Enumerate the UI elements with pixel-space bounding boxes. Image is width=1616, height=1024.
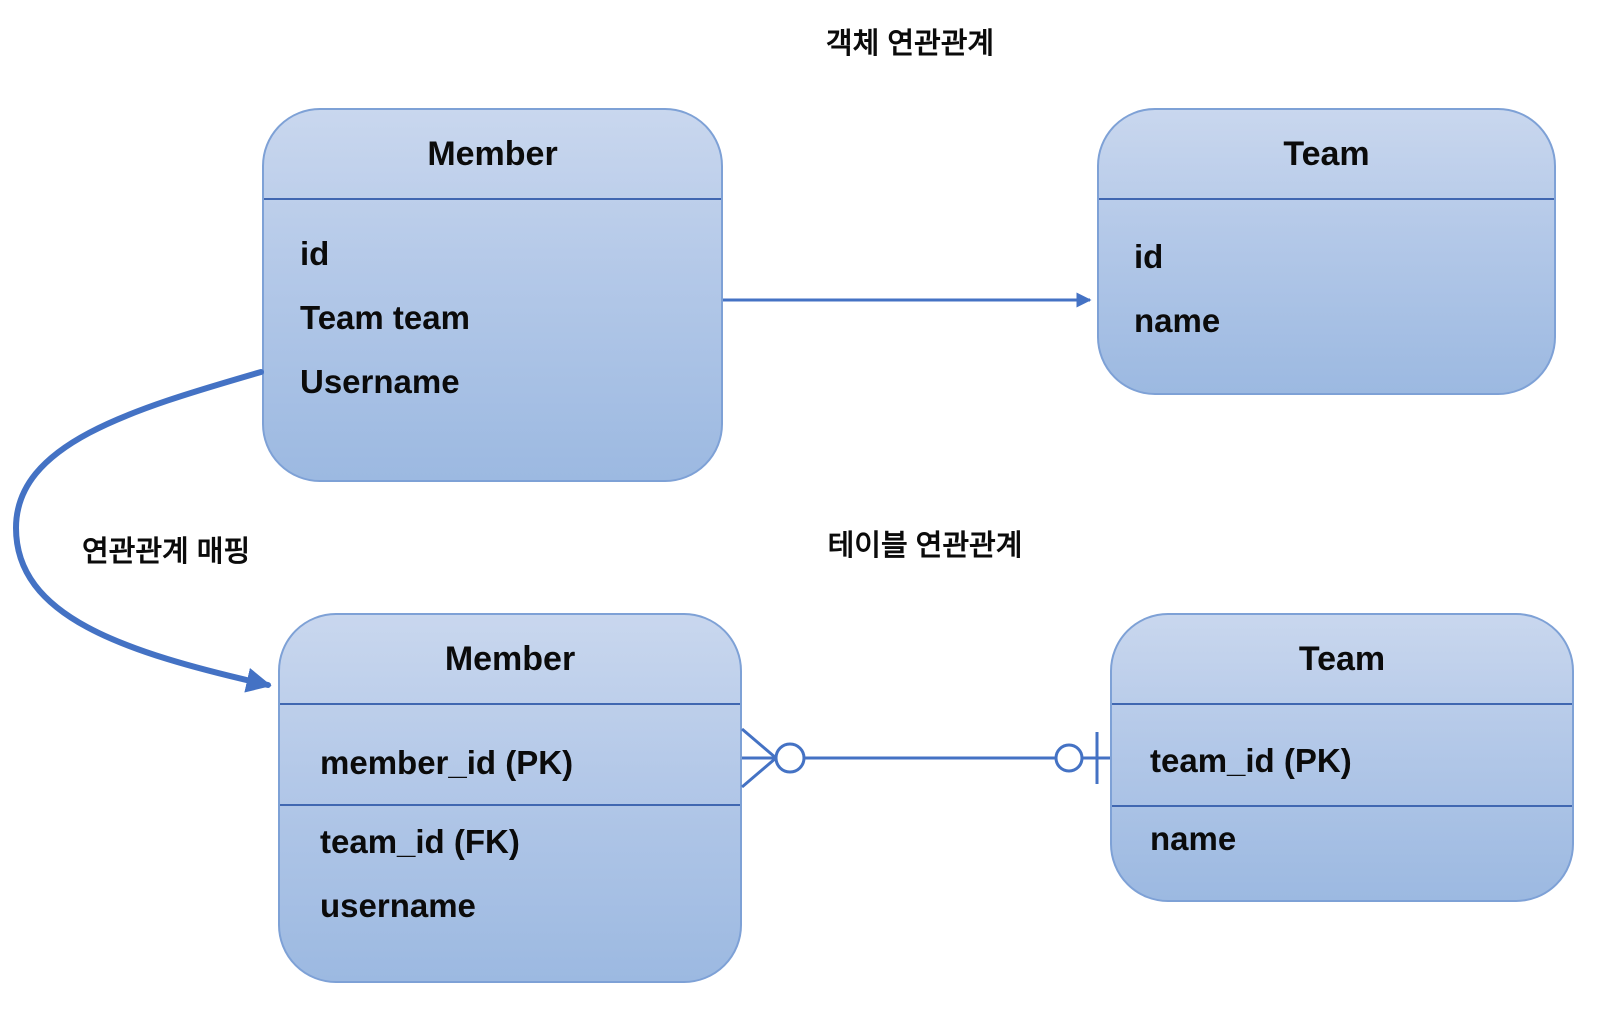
object-team-field-name: name — [1134, 302, 1221, 339]
object-team-entity: Team id name — [1097, 108, 1556, 395]
table-team-title: Team — [1112, 615, 1572, 705]
table-relation-title: 테이블 연관관계 — [827, 530, 1023, 562]
association-mapping-label: 연관관계 매핑 — [82, 536, 251, 568]
object-relation-title: 객체 연관관계 — [825, 28, 995, 60]
table-member-field-team-id: team_id (FK) — [320, 823, 520, 860]
object-team-title: Team — [1099, 110, 1554, 200]
object-member-entity: Member id Team team Username — [262, 108, 723, 482]
table-team-entity: Team team_id (PK) name — [1110, 613, 1574, 902]
table-relationship-connector — [741, 727, 1110, 789]
object-member-title: Member — [264, 110, 721, 200]
table-member-pk-field: member_id (PK) — [280, 705, 740, 806]
table-team-field-name: name — [1150, 820, 1237, 857]
zero-circle-team-side-icon — [1054, 743, 1084, 773]
crow-foot-top-prong-icon — [741, 727, 777, 760]
object-member-field-username: Username — [300, 363, 460, 400]
crow-foot-bottom-prong-icon — [741, 756, 777, 789]
table-member-title: Member — [280, 615, 740, 705]
object-member-field-team: Team team — [300, 299, 470, 336]
object-member-field-id: id — [300, 235, 330, 272]
object-team-field-id: id — [1134, 238, 1164, 275]
zero-circle-member-side-icon — [774, 742, 806, 774]
table-team-pk-field: team_id (PK) — [1112, 705, 1572, 807]
table-member-field-username: username — [320, 887, 476, 924]
table-member-entity: Member member_id (PK) team_id (FK) usern… — [278, 613, 742, 983]
